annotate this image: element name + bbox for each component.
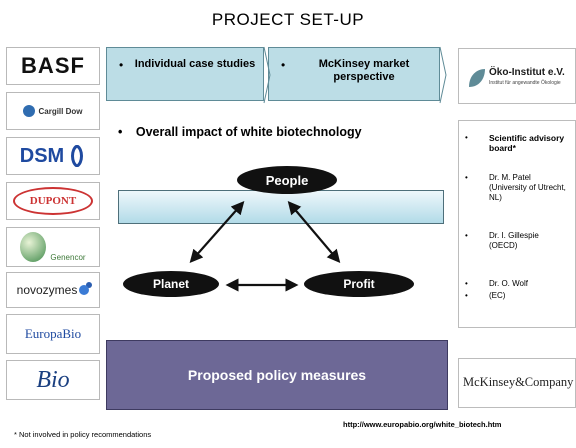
mckinsey-perspective-box: • McKinsey market perspective bbox=[268, 47, 440, 101]
europabio-logo-text: EuropaBio bbox=[24, 326, 82, 341]
genencor-logo: Genencor bbox=[6, 227, 100, 267]
bullet-marker: • bbox=[465, 231, 468, 240]
advisory-board-title: Scientific advisory board* bbox=[489, 133, 565, 153]
dupont-logo-text: DUPONT bbox=[29, 195, 77, 207]
board-member-wolf-affiliation: (EC) bbox=[489, 291, 506, 300]
people-planet-arrow bbox=[189, 201, 245, 263]
board-member-gillespie: Dr. I. Gillespie (OECD) bbox=[489, 231, 539, 250]
bio-logo: Bio bbox=[6, 360, 100, 400]
bullet-marker: • bbox=[118, 125, 123, 139]
genencor-logo-text: Genencor bbox=[50, 253, 86, 262]
genencor-sphere-icon bbox=[20, 232, 47, 262]
mckinsey-perspective-label: McKinsey market perspective bbox=[318, 58, 410, 83]
impact-band bbox=[118, 190, 444, 224]
page-title: PROJECT SET-UP bbox=[211, 10, 365, 29]
people-profit-arrow bbox=[287, 200, 341, 264]
cargill-dow-logo-text: Cargill Dow bbox=[38, 106, 83, 116]
oko-leaf-icon bbox=[469, 69, 485, 87]
advisory-board-panel: • Scientific advisory board* • Dr. M. Pa… bbox=[458, 120, 576, 328]
source-url[interactable]: http://www.europabio.org/white_biotech.h… bbox=[343, 420, 502, 429]
novozymes-logo: novozymes bbox=[6, 272, 100, 308]
people-node: People bbox=[237, 166, 337, 194]
cargill-icon bbox=[23, 105, 36, 117]
europabio-logo: EuropaBio bbox=[6, 314, 100, 354]
planet-node: Planet bbox=[123, 271, 219, 297]
dupont-logo: DUPONT bbox=[6, 182, 100, 220]
oko-logo-main: Öko-Institut e.V. bbox=[489, 67, 565, 78]
footnote: * Not involved in policy recommendations bbox=[14, 430, 152, 439]
bullet-marker: • bbox=[119, 58, 124, 72]
mckinsey-logo: McKinsey&Company bbox=[458, 358, 576, 408]
profit-node: Profit bbox=[304, 271, 414, 297]
case-studies-box: • Individual case studies bbox=[106, 47, 264, 101]
bullet-marker: • bbox=[465, 279, 468, 288]
dsm-logo-text: DSM bbox=[19, 144, 65, 167]
cargill-dow-logo: Cargill Dow bbox=[6, 92, 100, 130]
novozymes-dots-icon bbox=[79, 285, 90, 295]
oko-institut-logo: Öko-Institut e.V. Institut für angewandt… bbox=[458, 48, 576, 104]
policy-measures-box: Proposed policy measures bbox=[106, 340, 448, 410]
impact-text: Overall impact of white biotechnology bbox=[135, 125, 362, 139]
novozymes-logo-text: novozymes bbox=[16, 283, 78, 297]
dupont-oval-icon: DUPONT bbox=[13, 187, 93, 215]
bullet-marker: • bbox=[465, 291, 468, 300]
dsm-logo: DSM bbox=[6, 137, 100, 175]
box-chevron-outline bbox=[263, 46, 447, 104]
bullet-marker: • bbox=[465, 173, 468, 182]
bullet-marker: • bbox=[281, 58, 286, 72]
bio-logo-text: Bio bbox=[36, 366, 70, 393]
bullet-marker: • bbox=[465, 133, 468, 142]
basf-logo: BASF bbox=[6, 47, 100, 85]
board-member-patel: Dr. M. Patel (University of Utrecht, NL) bbox=[489, 173, 566, 202]
impact-heading: • Overall impact of white biotechnology bbox=[118, 125, 362, 139]
board-member-wolf: Dr. O. Wolf bbox=[489, 279, 528, 288]
mckinsey-logo-text: McKinsey&Company bbox=[463, 375, 574, 389]
oko-logo-sub: Institut für angewandte Ökologie bbox=[489, 80, 561, 86]
basf-logo-text: BASF bbox=[21, 53, 85, 78]
case-studies-label: Individual case studies bbox=[134, 58, 256, 70]
dsm-emblem-icon bbox=[71, 145, 84, 167]
